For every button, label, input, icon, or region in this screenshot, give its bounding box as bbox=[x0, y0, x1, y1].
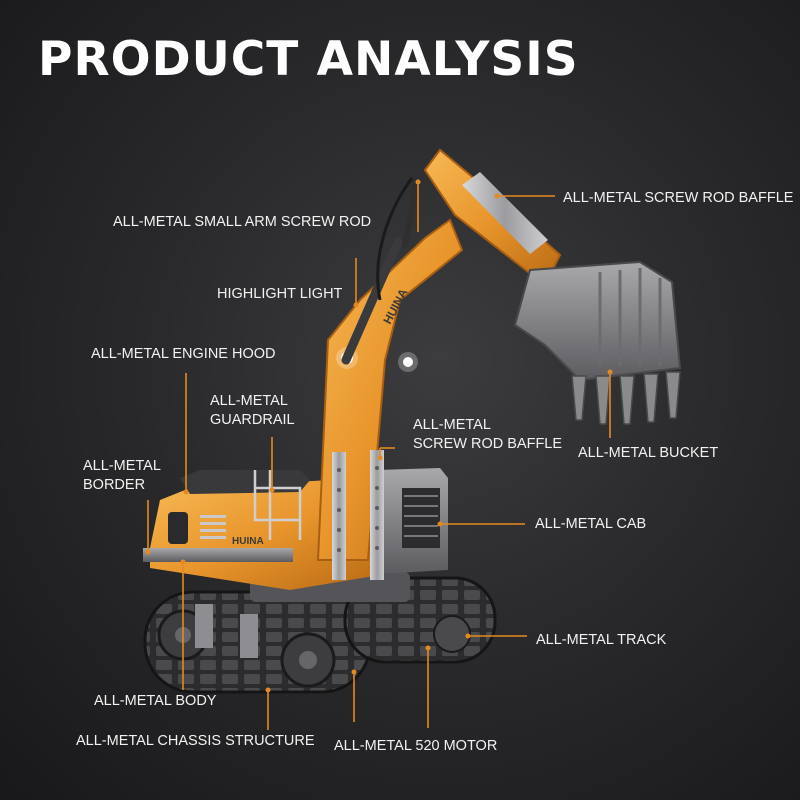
motor-housing bbox=[433, 615, 471, 653]
track-frame-plate bbox=[195, 604, 213, 648]
label-border-line1: ALL-METAL bbox=[83, 458, 161, 474]
boom-group: HUINA bbox=[316, 218, 464, 580]
cab-window bbox=[402, 488, 440, 548]
hydraulic-hose bbox=[376, 177, 414, 301]
label-bucket: ALL-METAL BUCKET bbox=[578, 445, 719, 461]
label-border-line2: BORDER bbox=[83, 477, 146, 493]
label-body: ALL-METAL BODY bbox=[94, 693, 217, 709]
callout-dots bbox=[145, 179, 613, 693]
label-screw-rod-baffle-mid-line2: SCREW ROD BAFFLE bbox=[413, 436, 563, 452]
stick-arm-group bbox=[376, 148, 562, 301]
label-screw-rod-baffle-mid-line1: ALL-METAL bbox=[413, 417, 491, 433]
cab-group bbox=[378, 468, 448, 574]
callout-lines bbox=[147, 182, 611, 730]
label-guardrail-line2: GUARDRAIL bbox=[210, 412, 295, 428]
label-track: ALL-METAL TRACK bbox=[536, 632, 667, 648]
label-chassis: ALL-METAL CHASSIS STRUCTURE bbox=[76, 733, 315, 749]
engine-hood bbox=[180, 470, 310, 494]
guardrail bbox=[253, 470, 302, 540]
label-screw-rod-baffle-mid: ALL-METAL SCREW ROD BAFFLE bbox=[413, 416, 562, 454]
label-engine-hood: ALL-METAL ENGINE HOOD bbox=[91, 346, 276, 362]
bucket-group bbox=[513, 260, 682, 425]
label-border: ALL-METAL BORDER bbox=[83, 457, 161, 495]
highlight-light-right bbox=[403, 357, 413, 367]
screw-rod-baffle-right bbox=[370, 450, 384, 580]
body-border bbox=[143, 548, 293, 562]
label-small-arm-screw-rod: ALL-METAL SMALL ARM SCREW ROD bbox=[113, 214, 372, 230]
bucket bbox=[513, 260, 682, 382]
label-guardrail: ALL-METAL GUARDRAIL bbox=[210, 392, 295, 430]
stick-screw-rod-baffle bbox=[462, 172, 548, 254]
screw-rod-baffle-left bbox=[332, 452, 346, 580]
label-screw-rod-baffle-top: ALL-METAL SCREW ROD BAFFLE bbox=[563, 190, 794, 206]
label-cab: ALL-METAL CAB bbox=[535, 516, 647, 532]
page-title: PRODUCT ANALYSIS bbox=[38, 32, 579, 87]
brand-marking-body: HUINA bbox=[232, 536, 264, 547]
stick-arm bbox=[423, 148, 562, 287]
label-guardrail-line1: ALL-METAL bbox=[210, 393, 288, 409]
boom-cylinder bbox=[341, 237, 403, 365]
label-highlight-light: HIGHLIGHT LIGHT bbox=[217, 286, 343, 302]
label-motor: ALL-METAL 520 MOTOR bbox=[334, 738, 498, 754]
small-arm-screw-rod bbox=[402, 172, 421, 248]
bucket-teeth bbox=[571, 371, 681, 425]
